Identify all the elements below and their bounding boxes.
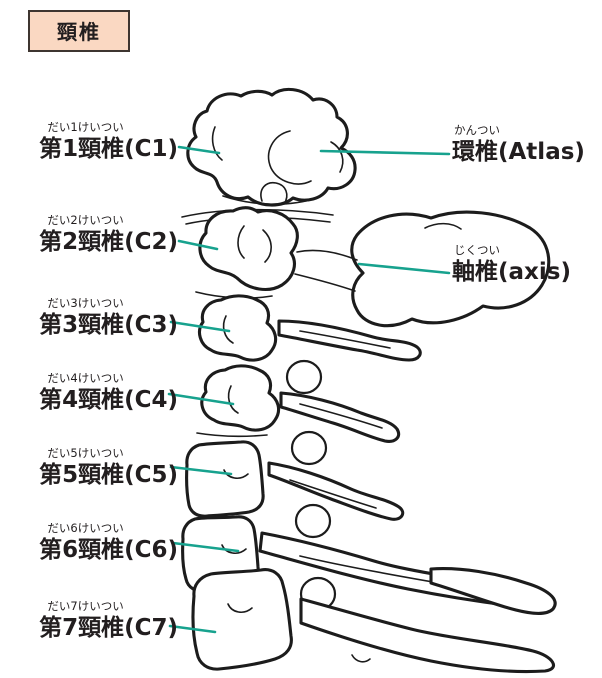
label-c1-text: 第1頸椎(C1) [39, 136, 178, 162]
furigana-c7: だい7けいつい [47, 599, 124, 613]
vertebra-c5-body [185, 440, 265, 518]
vertebra-c7-body [191, 568, 293, 671]
label-axis-text: 軸椎(axis) [452, 259, 571, 285]
vertebra-c7-spinous [299, 597, 555, 674]
figure-title: 頸椎 [28, 10, 130, 52]
label-c3: だい3けいつい 第3頸椎(C3) [39, 296, 178, 340]
leader-line-c4 [167, 392, 235, 406]
label-c7-text: 第7頸椎(C7) [39, 615, 178, 641]
leader-line-c3 [169, 320, 231, 333]
vertebra-c4-spinous [279, 391, 401, 443]
label-c1: だい1けいつい 第1頸椎(C1) [39, 120, 178, 164]
vertebra-c3-body [198, 294, 278, 362]
label-c4: だい4けいつい 第4頸椎(C4) [39, 371, 178, 415]
label-atlas: かんつい 環椎(Atlas) [452, 123, 585, 167]
leader-line-axis [357, 262, 451, 275]
furigana-c1: だい1けいつい [47, 120, 124, 134]
furigana-c4: だい4けいつい [47, 371, 124, 385]
facet-joint [294, 503, 332, 539]
label-c6-text: 第6頸椎(C6) [39, 537, 178, 563]
leader-line-atlas [319, 149, 451, 156]
label-c2-text: 第2頸椎(C2) [39, 229, 178, 255]
leader-line-c6 [171, 541, 240, 553]
label-c5-text: 第5頸椎(C5) [39, 462, 178, 488]
label-atlas-text: 環椎(Atlas) [452, 139, 585, 165]
leader-line-c1 [177, 145, 221, 155]
leader-line-c2 [177, 239, 219, 251]
facet-joint [285, 359, 323, 395]
label-c2: だい2けいつい 第2頸椎(C2) [39, 213, 178, 257]
label-c5: だい5けいつい 第5頸椎(C5) [39, 446, 178, 490]
leader-line-c7 [168, 624, 217, 634]
label-c3-text: 第3頸椎(C3) [39, 312, 178, 338]
vertebra-c4-body [200, 364, 281, 432]
label-c7: だい7けいつい 第7頸椎(C7) [39, 599, 178, 643]
facet-joint [290, 430, 328, 466]
label-c4-text: 第4頸椎(C4) [39, 387, 178, 413]
vertebra-c5-spinous [267, 461, 405, 521]
label-c6: だい6けいつい 第6頸椎(C6) [39, 521, 178, 565]
furigana-c2: だい2けいつい [47, 213, 124, 227]
vertebra-c2-lobe [350, 210, 551, 328]
furigana-atlas: かんつい [454, 123, 500, 137]
furigana-c5: だい5けいつい [47, 446, 124, 460]
furigana-c3: だい3けいつい [47, 296, 124, 310]
furigana-c6: だい6けいつい [47, 521, 124, 535]
vertebra-c7-transverse [429, 567, 557, 616]
label-axis: じくつい 軸椎(axis) [452, 243, 571, 287]
leader-line-c5 [169, 465, 233, 476]
furigana-axis: じくつい [454, 243, 500, 257]
vertebra-c2-body [198, 206, 299, 292]
